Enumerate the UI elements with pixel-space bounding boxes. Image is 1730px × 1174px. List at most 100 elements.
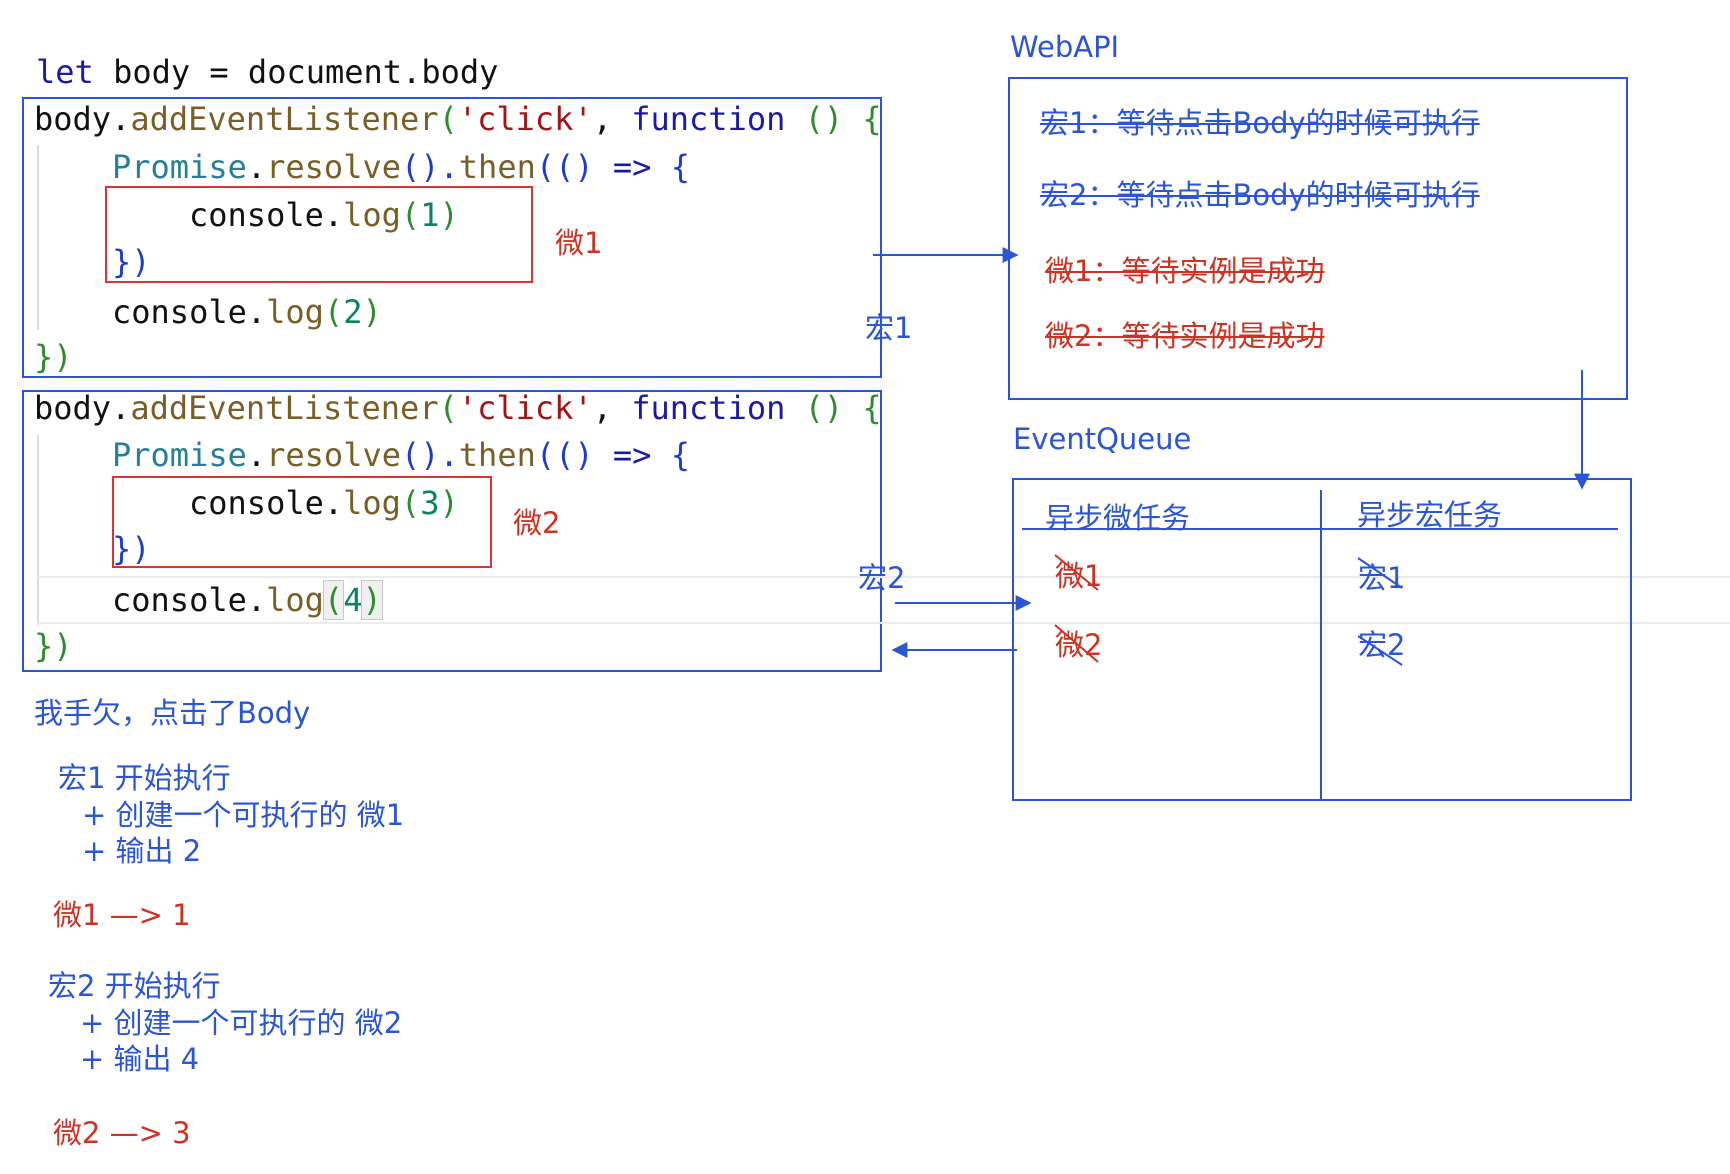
line-highlight-bottom (38, 622, 1730, 624)
log-arg-3: 3 (420, 484, 440, 522)
crossout-macro-2 (1357, 635, 1403, 666)
block1-close-inner: }) (112, 243, 151, 281)
col-macro-header: 异步宏任务 (1357, 498, 1503, 532)
block2-line-listener: body.addEventListener('click', function … (34, 386, 882, 430)
comma-token: , (592, 100, 632, 138)
crossout-micro-2 (1054, 624, 1099, 663)
note-m2-b: + 输出 4 (80, 1042, 200, 1076)
eventqueue-column-divider (1320, 490, 1322, 801)
dot-token: . (246, 148, 267, 186)
block2-close-inner: }) (112, 530, 151, 568)
note-click: 我手欠，点击了Body (34, 696, 311, 730)
note-w2-out: 微2 —> 3 (53, 1116, 191, 1150)
arrow-token: => (612, 148, 652, 186)
webapi-item-hong1: 宏1：等待点击Body的时候可执行 (1040, 106, 1480, 140)
note-m2-a: + 创建一个可执行的 微2 (80, 1006, 403, 1040)
note-m1-start: 宏1 开始执行 (58, 761, 231, 795)
queue-macro-item-1: 宏1 (1358, 561, 1406, 595)
block2-line-log4: console.log(4) (112, 580, 383, 620)
params-token: () (785, 389, 863, 427)
brace-token: { (651, 436, 690, 474)
dot-token: . (111, 100, 131, 138)
log-token: log (266, 293, 324, 331)
promise-token: Promise (112, 436, 247, 474)
brace-token: { (651, 148, 690, 186)
eventqueue-header-line (1022, 528, 1618, 530)
let-keyword: let (36, 53, 94, 91)
webapi-item-hong2: 宏2：等待点击Body的时候可执行 (1040, 178, 1480, 212)
crossout-macro-1 (1357, 557, 1403, 589)
block1-line-promise: Promise.resolve().then(() => { (112, 145, 690, 189)
log-arg-1: 1 (420, 196, 440, 234)
resolve-token: resolve (266, 436, 401, 474)
paren-token: ( (438, 389, 458, 427)
paren-token: (() (535, 148, 613, 186)
block1-line-log1: console.log(1) (189, 196, 459, 234)
paren-token: (() (535, 436, 613, 474)
micro-box-2 (112, 476, 492, 568)
console-token: console (112, 293, 247, 331)
block2-line-log3: console.log(3) (189, 484, 459, 522)
webapi-item-wei2: 微2：等待实例是成功 (1045, 319, 1325, 353)
webapi-title: WebAPI (1010, 30, 1120, 64)
listener-block-1 (22, 97, 882, 378)
method-token: addEventListener (130, 389, 439, 427)
indent-guide-1 (37, 145, 39, 330)
comma-token: , (592, 389, 632, 427)
dot-token: . (111, 389, 131, 427)
promise-token: Promise (112, 148, 247, 186)
then-token: then (458, 148, 536, 186)
function-keyword: function (631, 389, 786, 427)
resolve-token: resolve (266, 148, 401, 186)
indent-guide-2 (37, 435, 39, 625)
code-line-let-body: let body = document.body (36, 50, 498, 94)
listener-block-2 (22, 390, 882, 672)
event-token: 'click' (457, 389, 593, 427)
note-m1-a: + 创建一个可执行的 微1 (82, 798, 405, 832)
body-token: body (34, 100, 112, 138)
eventqueue-title: EventQueue (1013, 422, 1192, 456)
brace-token: { (862, 389, 882, 427)
log-token: log (343, 196, 401, 234)
micro-box-1 (105, 186, 533, 283)
event-token: 'click' (457, 100, 593, 138)
crossout-micro-1 (1054, 554, 1099, 591)
note-w1-out: 微1 —> 1 (53, 898, 191, 932)
block1-line-log2: console.log(2) (112, 293, 382, 331)
log-arg-2: 2 (343, 293, 363, 331)
body-token: body (34, 389, 112, 427)
eventqueue-box (1012, 478, 1632, 801)
paren-token: (). (400, 148, 459, 186)
note-m1-b: + 输出 2 (82, 834, 202, 868)
label-hong2: 宏2 (858, 561, 906, 595)
console-token: console (189, 484, 324, 522)
console-token: console (112, 581, 247, 619)
block2-close-outer: }) (34, 627, 73, 665)
paren-token: (). (400, 436, 459, 474)
block1-line-listener: body.addEventListener('click', function … (34, 97, 882, 141)
paren-token: ( (438, 100, 458, 138)
note-m2-start: 宏2 开始执行 (48, 969, 221, 1003)
label-wei1: 微1 (555, 226, 603, 260)
webapi-item-wei1: 微1：等待实例是成功 (1045, 254, 1325, 288)
queue-macro-item-2: 宏2 (1358, 628, 1406, 662)
col-micro-header: 异步微任务 (1045, 501, 1191, 535)
dot-token: . (246, 436, 267, 474)
then-token: then (458, 436, 536, 474)
params-token: () (785, 100, 863, 138)
webapi-box (1008, 77, 1628, 400)
arrow-token: => (612, 436, 652, 474)
line-highlight-top (38, 576, 1730, 578)
log-token: log (343, 484, 401, 522)
block1-close-outer: }) (34, 338, 73, 376)
console-token: console (189, 196, 324, 234)
let-body-rest: body = document.body (93, 53, 499, 91)
log-arg-4: 4 (343, 581, 363, 619)
label-hong1: 宏1 (865, 311, 913, 345)
method-token: addEventListener (130, 100, 439, 138)
log-token: log (266, 581, 324, 619)
brace-token: { (862, 100, 882, 138)
block2-line-promise: Promise.resolve().then(() => { (112, 433, 690, 477)
label-wei2: 微2 (513, 506, 561, 540)
